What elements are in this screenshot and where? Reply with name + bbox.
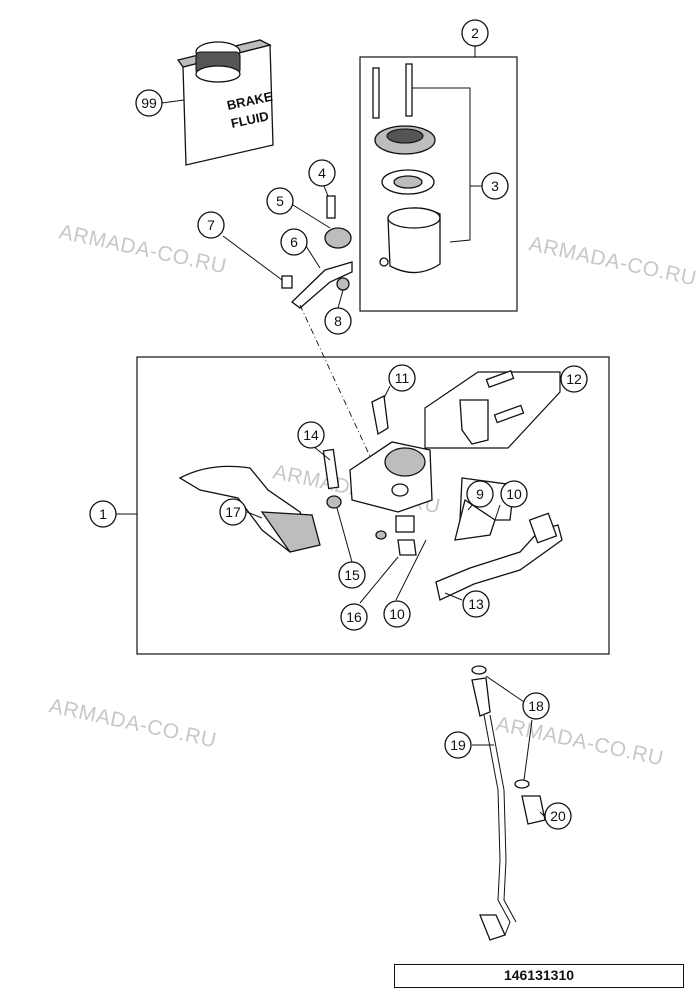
- callout-15: 15: [338, 561, 366, 589]
- callout-5: 5: [266, 187, 294, 215]
- callout-4: 4: [308, 159, 336, 187]
- bracket-parts: [281, 195, 353, 309]
- callout-1: 1: [89, 500, 117, 528]
- document-number: 146131310: [394, 964, 684, 988]
- svg-text:99: 99: [141, 95, 157, 111]
- svg-text:10: 10: [389, 606, 405, 622]
- clamp-kit-frame: [424, 371, 561, 449]
- callout-12: 12: [560, 365, 588, 393]
- callout-10: 10: [383, 600, 411, 628]
- svg-text:14: 14: [303, 427, 319, 443]
- svg-text:13: 13: [468, 596, 484, 612]
- svg-text:12: 12: [566, 371, 582, 387]
- svg-text:20: 20: [550, 808, 566, 824]
- callout-11: 11: [388, 364, 416, 392]
- svg-text:10: 10: [506, 486, 522, 502]
- svg-text:4: 4: [318, 165, 326, 181]
- leader-lines: [116, 46, 561, 817]
- svg-text:7: 7: [207, 217, 215, 233]
- callout-16: 16: [340, 603, 368, 631]
- callout-7: 7: [197, 211, 225, 239]
- callout-13: 13: [462, 590, 490, 618]
- svg-text:8: 8: [334, 313, 342, 329]
- svg-text:19: 19: [450, 737, 466, 753]
- reservoir-parts: [372, 63, 441, 274]
- master-cylinder-parts: [178, 369, 563, 601]
- callout-20: 20: [544, 802, 572, 830]
- callout-14: 14: [297, 421, 325, 449]
- center-line: [299, 304, 381, 479]
- callout-8: 8: [324, 307, 352, 335]
- svg-text:2: 2: [471, 25, 479, 41]
- watermark: ARMADA-CO.RU: [47, 694, 219, 752]
- callout-18: 18: [522, 692, 550, 720]
- callout-19: 19: [444, 731, 472, 759]
- reservoir-kit-frame: [359, 56, 518, 312]
- callout-6: 6: [280, 228, 308, 256]
- callout-9: 9: [466, 480, 494, 508]
- svg-text:15: 15: [344, 567, 360, 583]
- master-cylinder-assembly-frame: [136, 356, 610, 655]
- callout-10: 10: [500, 480, 528, 508]
- svg-text:18: 18: [528, 698, 544, 714]
- callout-3: 3: [481, 172, 509, 200]
- watermark: ARMADA-CO.RU: [494, 712, 666, 770]
- callout-17: 17: [219, 498, 247, 526]
- svg-text:9: 9: [476, 486, 484, 502]
- svg-text:3: 3: [491, 178, 499, 194]
- svg-text:17: 17: [225, 504, 241, 520]
- svg-text:16: 16: [346, 609, 362, 625]
- brake-fluid-bottle: BRAKE FLUID: [176, 39, 274, 166]
- watermark: ARMADA-CO.RU: [527, 232, 699, 290]
- svg-text:11: 11: [395, 370, 410, 386]
- callout-99: 99: [135, 89, 163, 117]
- callout-2: 2: [461, 19, 489, 47]
- svg-text:5: 5: [276, 193, 284, 209]
- svg-text:1: 1: [99, 506, 107, 522]
- svg-text:6: 6: [290, 234, 298, 250]
- brake-hose-parts: [471, 665, 546, 941]
